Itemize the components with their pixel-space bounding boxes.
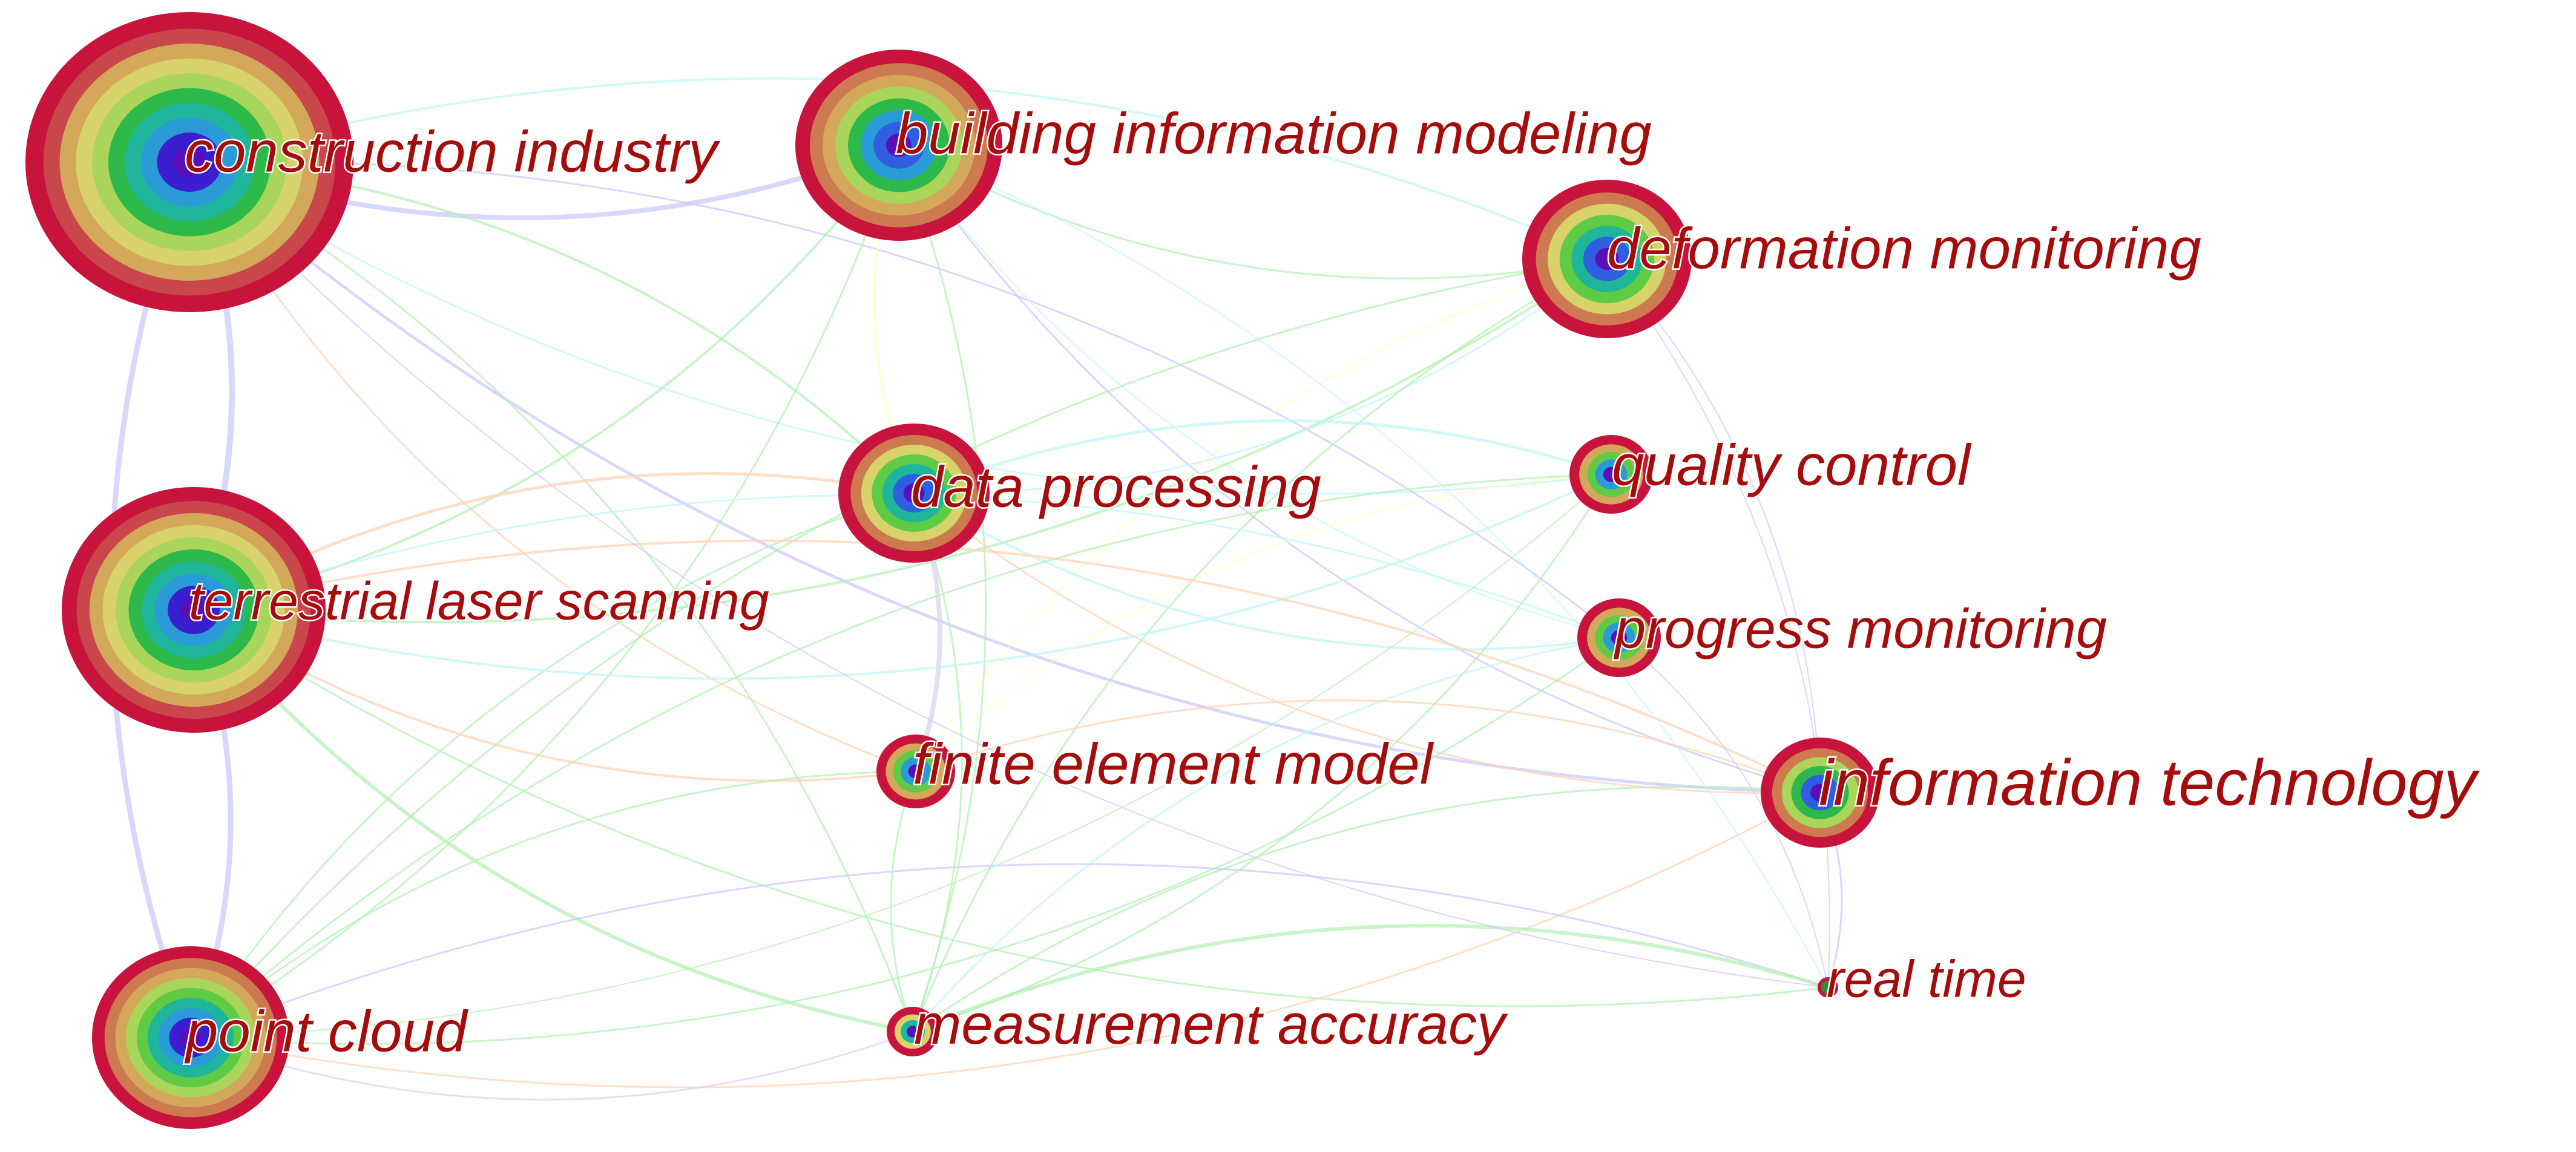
node-terrestrial-laser-scanning[interactable] <box>62 487 326 733</box>
link-construction-industry-measurement-accuracy <box>189 161 914 1032</box>
link-deformation-monitoring-measurement-accuracy <box>912 258 1608 1032</box>
node-measurement-accuracy[interactable] <box>887 1007 939 1056</box>
node-progress-monitoring[interactable] <box>1577 598 1661 677</box>
link-construction-industry-real-time <box>189 162 1828 988</box>
link-deformation-monitoring-real-time <box>1606 258 1830 988</box>
link-progress-monitoring-measurement-accuracy <box>912 637 1620 1032</box>
node-ring <box>907 1026 919 1038</box>
link-building-information-modeling-terrestrial-laser-scanning <box>193 144 900 611</box>
link-measurement-accuracy-real-time <box>912 924 1828 1033</box>
node-construction-industry[interactable] <box>25 12 353 312</box>
link-terrestrial-laser-scanning-measurement-accuracy <box>192 609 913 1033</box>
link-data-processing-information-technology <box>913 492 1821 794</box>
node-ring <box>180 1027 202 1048</box>
link-deformation-monitoring-information-technology <box>1606 258 1821 793</box>
link-construction-industry-information-technology <box>188 161 1821 794</box>
node-ring <box>908 764 924 779</box>
node-ring <box>1595 247 1619 270</box>
link-deformation-monitoring-finite-element-model <box>915 258 1608 772</box>
node-point-cloud[interactable] <box>92 946 289 1129</box>
link-building-information-modeling-measurement-accuracy <box>898 145 987 1032</box>
link-construction-industry-progress-monitoring <box>189 160 1620 639</box>
node-ring <box>1818 977 1838 998</box>
link-building-information-modeling-information-technology <box>898 145 1821 794</box>
link-progress-monitoring-point-cloud <box>190 637 1620 1045</box>
link-data-processing-quality-control <box>913 419 1612 495</box>
link-point-cloud-real-time <box>190 863 1828 1039</box>
network-nodes <box>25 12 1879 1129</box>
node-ring <box>1603 466 1620 482</box>
link-progress-monitoring-real-time <box>1618 637 1828 988</box>
node-ring <box>180 598 207 622</box>
link-terrestrial-laser-scanning-information-technology <box>193 539 1821 794</box>
link-terrestrial-laser-scanning-real-time <box>193 609 1828 1007</box>
link-point-cloud-measurement-accuracy <box>190 1030 913 1101</box>
node-ring <box>173 147 206 177</box>
link-data-processing-progress-monitoring <box>913 492 1620 651</box>
label-quality-control: quality control <box>1612 433 1972 497</box>
node-data-processing[interactable] <box>838 424 990 563</box>
link-quality-control-point-cloud <box>190 473 1612 1039</box>
label-progress-monitoring: progress monitoring <box>1613 598 2107 659</box>
node-finite-element-model[interactable] <box>876 735 955 808</box>
label-measurement-accuracy: measurement accuracy <box>914 992 1508 1056</box>
label-data-processing: data processing <box>911 454 1321 519</box>
node-quality-control[interactable] <box>1569 435 1653 514</box>
link-information-technology-point-cloud <box>190 791 1821 1088</box>
label-point-cloud: point cloud <box>184 999 468 1064</box>
link-building-information-modeling-progress-monitoring <box>898 145 1620 638</box>
node-ring <box>1611 630 1628 646</box>
label-building-information-modeling: building information modeling <box>896 101 1652 166</box>
label-construction-industry: construction industry <box>185 119 720 184</box>
node-information-technology[interactable] <box>1761 738 1879 848</box>
link-building-information-modeling-real-time <box>898 145 1828 988</box>
label-terrestrial-laser-scanning: terrestrial laser scanning <box>189 571 769 630</box>
link-quality-control-measurement-accuracy <box>912 474 1612 1033</box>
link-quality-control-finite-element-model <box>915 474 1612 772</box>
link-building-information-modeling-point-cloud <box>190 145 900 1039</box>
link-point-cloud-quality-control <box>190 474 1612 1038</box>
node-ring <box>1810 784 1830 802</box>
link-finite-element-model-information-technology <box>915 699 1821 794</box>
link-deformation-monitoring-data-processing <box>913 258 1608 494</box>
network-labels: construction industry building informati… <box>183 100 2482 1065</box>
label-real-time: real time <box>1827 951 2026 1009</box>
node-real-time[interactable] <box>1818 977 1838 998</box>
link-finite-element-model-point-cloud <box>190 770 916 1039</box>
link-information-technology-measurement-accuracy <box>912 785 1821 1033</box>
node-ring <box>903 483 925 503</box>
label-information-technology: information technology <box>1819 746 2480 819</box>
link-quality-control-terrestrial-laser-scanning <box>193 473 1612 680</box>
link-deformation-monitoring-point-cloud <box>189 258 1608 1038</box>
link-finite-element-model-measurement-accuracy <box>890 771 917 1032</box>
node-ring <box>886 133 912 157</box>
label-deformation-monitoring: deformation monitoring <box>1607 216 2201 281</box>
label-finite-element-model: finite element model <box>913 731 1434 796</box>
node-deformation-monitoring[interactable] <box>1522 180 1692 338</box>
link-building-information-modeling-deformation-monitoring <box>898 144 1608 280</box>
link-data-processing-measurement-accuracy <box>912 493 963 1032</box>
node-building-information-modeling[interactable] <box>795 50 1002 241</box>
